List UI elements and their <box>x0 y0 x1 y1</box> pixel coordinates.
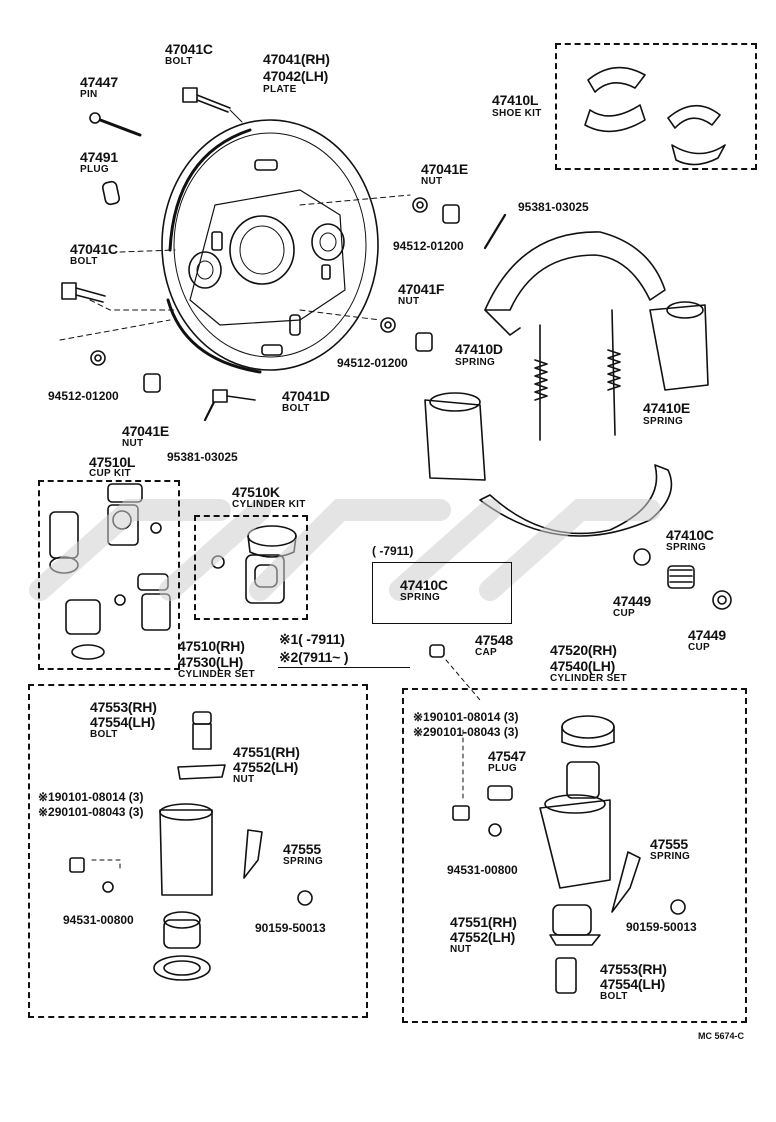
part-90101-left-line2: ※290101-08043 (3) <box>38 805 144 819</box>
watermark <box>29 499 660 601</box>
part-90159-left-number: 90159-50013 <box>255 921 326 935</box>
part-47520-set-desc: CYLINDER SET <box>550 673 627 684</box>
part-47554-right-lh: 47554(LH) <box>600 976 666 992</box>
part-47552-left-lh: 47552(LH) <box>233 759 299 775</box>
part-47449-b-number: 47449 <box>688 627 726 643</box>
note-1: ※1( -7911) <box>279 631 345 647</box>
part-47510k-number: 47510K <box>232 484 280 500</box>
note-underline <box>278 667 410 668</box>
part-47410e-number: 47410E <box>643 400 691 416</box>
part-47553-right-rh: 47553(RH) <box>600 961 667 977</box>
part-plate-desc: PLATE <box>263 84 297 95</box>
part-47041e-bot-desc: NUT <box>122 438 144 449</box>
shoe-kit-box <box>555 43 757 170</box>
right-cylinder-set-box <box>402 688 747 1023</box>
part-95381-bot-number: 95381-03025 <box>167 450 238 464</box>
part-47410c-right-number: 47410C <box>666 527 714 543</box>
part-47551-right-rh: 47551(RH) <box>450 914 517 930</box>
part-47447-desc: PIN <box>80 89 98 100</box>
backing-plate-drawing <box>59 109 411 374</box>
spring-47410c-box <box>372 562 512 624</box>
part-47410c-box-number: 47410C <box>400 577 448 593</box>
part-47041c-top-desc: BOLT <box>165 56 193 67</box>
part-47449-b-desc: CUP <box>688 642 711 653</box>
part-47410d-number: 47410D <box>455 341 503 357</box>
part-95381-top-number: 95381-03025 <box>518 200 589 214</box>
part-47540-lh: 47540(LH) <box>550 658 616 674</box>
part-47410d-desc: SPRING <box>455 357 496 368</box>
part-47548-desc: CAP <box>475 647 498 658</box>
part-47552-right-lh: 47552(LH) <box>450 929 516 945</box>
part-47410l-number: 47410L <box>492 92 539 108</box>
part-94531-left-number: 94531-00800 <box>63 913 134 927</box>
cup-kit-box <box>38 480 180 670</box>
part-47410l-desc: SHOE KIT <box>492 108 542 119</box>
part-47510l-number: 47510L <box>89 454 136 470</box>
part-90159-right-number: 90159-50013 <box>626 920 697 934</box>
part-94512-mid-number: 94512-01200 <box>337 356 408 370</box>
part-47410c-box-range: ( -7911) <box>372 544 414 558</box>
part-47547-desc: PLUG <box>488 763 517 774</box>
part-47553-left-rh: 47553(RH) <box>90 699 157 715</box>
part-47041e-top-desc: NUT <box>421 176 443 187</box>
part-90101-right-line1: ※190101-08014 (3) <box>413 710 519 724</box>
part-47510-set-desc: CYLINDER SET <box>178 669 255 680</box>
part-90101-right-line2: ※290101-08043 (3) <box>413 725 519 739</box>
part-47041f-number: 47041F <box>398 281 445 297</box>
part-47530-lh: 47530(LH) <box>178 654 244 670</box>
part-47555-left-desc: SPRING <box>283 856 324 867</box>
bolt-47041c-drawing <box>182 87 231 113</box>
part-47553-right-desc: BOLT <box>600 991 628 1002</box>
part-47041c-left-desc: BOLT <box>70 256 98 267</box>
part-47555-left-number: 47555 <box>283 841 321 857</box>
part-47510k-desc: CYLINDER KIT <box>232 499 306 510</box>
part-47410c-box-desc: SPRING <box>400 592 441 603</box>
part-47041c-top-number: 47041C <box>165 41 213 57</box>
part-47042-plate-lh: 47042(LH) <box>263 68 329 84</box>
part-47551-right-desc: NUT <box>450 944 472 955</box>
part-47041c-left-number: 47041C <box>70 241 118 257</box>
part-47551-left-desc: NUT <box>233 774 255 785</box>
part-47510l-desc: CUP KIT <box>89 468 131 479</box>
figure-code: MC 5674-C <box>698 1031 745 1041</box>
part-47410c-right-desc: SPRING <box>666 542 707 553</box>
part-47548-number: 47548 <box>475 632 513 648</box>
part-94531-right-number: 94531-00800 <box>447 863 518 877</box>
part-47491-desc: PLUG <box>80 164 109 175</box>
part-47449-a-desc: CUP <box>613 608 636 619</box>
part-94512-top-number: 94512-01200 <box>393 239 464 253</box>
part-47041-plate-rh: 47041(RH) <box>263 51 330 67</box>
part-47447-number: 47447 <box>80 74 118 90</box>
part-47041e-bot-number: 47041E <box>122 423 170 439</box>
part-47554-left-lh: 47554(LH) <box>90 714 156 730</box>
part-47510-rh: 47510(RH) <box>178 638 245 654</box>
cylinder-kit-box <box>194 515 308 620</box>
left-cylinder-set-box <box>28 684 368 1018</box>
part-47041d-number: 47041D <box>282 388 330 404</box>
part-47041e-top-number: 47041E <box>421 161 469 177</box>
part-47553-left-desc: BOLT <box>90 729 118 740</box>
note-2: ※2(7911~ ) <box>279 649 349 665</box>
part-47551-left-rh: 47551(RH) <box>233 744 300 760</box>
part-47449-a-number: 47449 <box>613 593 651 609</box>
part-47547-number: 47547 <box>488 748 526 764</box>
part-47555-right-desc: SPRING <box>650 851 691 862</box>
part-47555-right-number: 47555 <box>650 836 688 852</box>
part-47520-rh: 47520(RH) <box>550 642 617 658</box>
part-47491-number: 47491 <box>80 149 118 165</box>
part-47041d-desc: BOLT <box>282 403 310 414</box>
part-47410e-desc: SPRING <box>643 416 684 427</box>
part-47041f-desc: NUT <box>398 296 420 307</box>
part-94512-left-number: 94512-01200 <box>48 389 119 403</box>
part-90101-left-line1: ※190101-08014 (3) <box>38 790 144 804</box>
